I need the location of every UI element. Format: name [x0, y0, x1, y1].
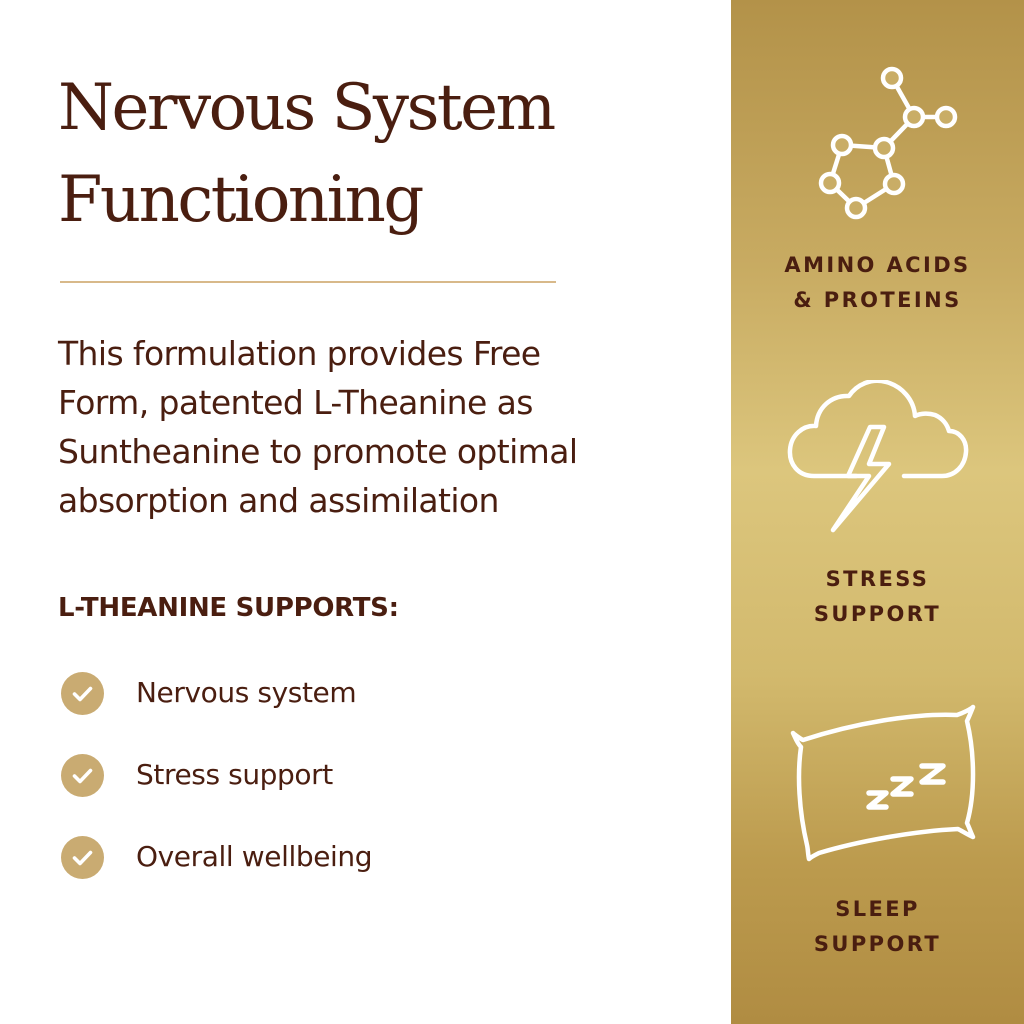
checkmark-icon: [61, 754, 104, 797]
page-title: Nervous System Functioning: [58, 62, 718, 246]
badge-amino-acids-label: AMINO ACIDS & PROTEINS: [731, 248, 1024, 318]
list-item-label: Stress support: [136, 758, 333, 791]
content-panel: Nervous System Functioning This formulat…: [58, 62, 718, 879]
badge-label-line-1: AMINO ACIDS: [784, 253, 971, 277]
badge-label-line-1: SLEEP: [835, 897, 920, 921]
storm-cloud-icon: [787, 380, 969, 533]
checkmark-icon: [61, 672, 104, 715]
title-line-2: Functioning: [58, 163, 424, 237]
badge-label-line-2: & PROTEINS: [793, 288, 962, 312]
supports-heading: L-THEANINE SUPPORTS:: [58, 593, 399, 623]
description-line-2: Form, patented L-Theanine as: [58, 383, 533, 422]
badge-stress-support-label: STRESS SUPPORT: [731, 562, 1024, 632]
description-line-3: Suntheanine to promote optimal: [58, 432, 578, 471]
badge-label-line-1: STRESS: [825, 567, 930, 591]
pillow-icon: [790, 704, 976, 862]
list-item-label: Nervous system: [136, 676, 357, 709]
checkmark-icon: [61, 836, 104, 879]
title-line-1: Nervous System: [58, 71, 556, 145]
molecule-icon: [818, 66, 958, 220]
description-text: This formulation provides Free Form, pat…: [58, 329, 708, 525]
description-line-1: This formulation provides Free: [58, 334, 541, 373]
benefits-panel: AMINO ACIDS & PROTEINS STRESS SUPPORT SL…: [731, 0, 1024, 1024]
badge-sleep-support-label: SLEEP SUPPORT: [731, 892, 1024, 962]
list-item-label: Overall wellbeing: [136, 840, 373, 873]
description-line-4: absorption and assimilation: [58, 481, 499, 520]
badge-label-line-2: SUPPORT: [813, 602, 942, 626]
badge-label-line-2: SUPPORT: [813, 932, 942, 956]
divider: [60, 281, 556, 283]
